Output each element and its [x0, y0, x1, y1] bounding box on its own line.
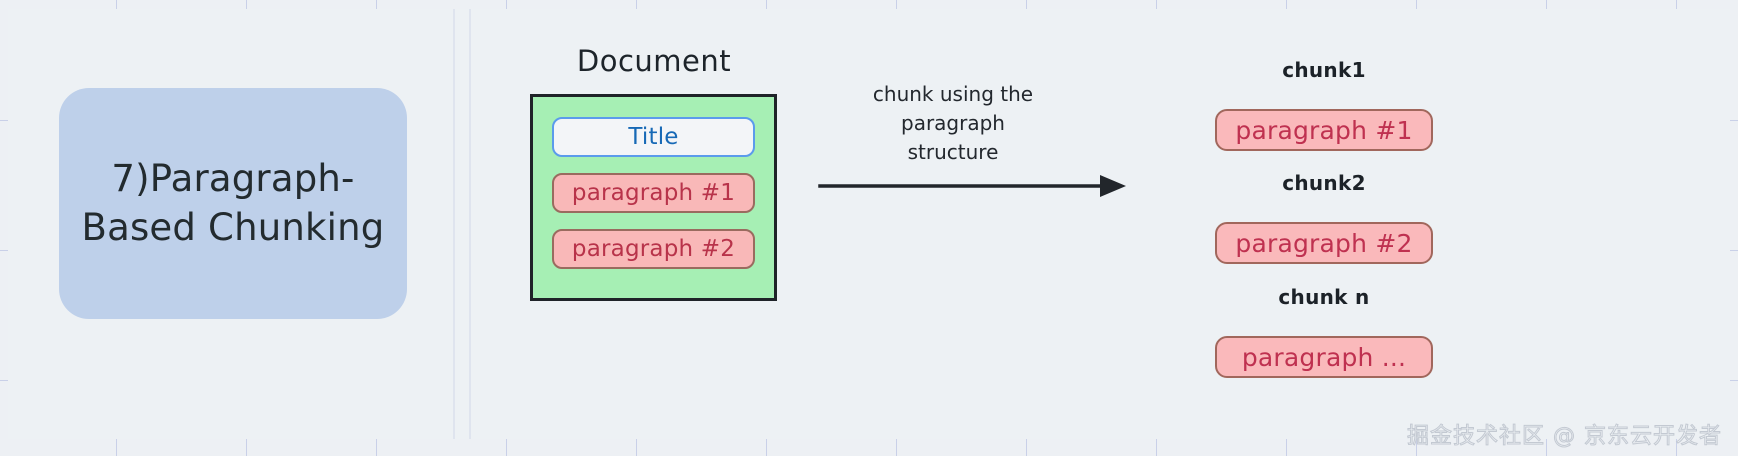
document-item-paragraph-2: paragraph #2 [552, 229, 755, 269]
technique-title-label: 7)Paragraph- Based Chunking [81, 156, 385, 249]
chunk-label-n: chunk n [1278, 285, 1370, 309]
panel-divider-left [453, 9, 455, 439]
document-box: Title paragraph #1 paragraph #2 [530, 94, 777, 301]
chunk-label-1: chunk1 [1282, 58, 1366, 82]
document-heading: Document [576, 44, 732, 78]
chunk-group-1: chunk1 paragraph #1 [1215, 58, 1433, 151]
document-item-paragraph-1: paragraph #1 [552, 173, 755, 213]
watermark-text: 掘金技术社区 @ 京东云开发者 [1407, 424, 1722, 450]
document-box-content: Title paragraph #1 paragraph #2 [533, 97, 774, 298]
arrow-caption: chunk using the paragraph structure [872, 82, 1034, 164]
chunking-arrow-icon [818, 175, 1126, 197]
chunk-chip-1: paragraph #1 [1215, 109, 1433, 151]
chunk-group-n: chunk n paragraph ... [1215, 285, 1433, 378]
chunk-label-2: chunk2 [1282, 171, 1366, 195]
chunk-chip-2: paragraph #2 [1215, 222, 1433, 264]
panel-divider-right [469, 9, 471, 439]
document-item-title: Title [552, 117, 755, 157]
chunk-group-2: chunk2 paragraph #2 [1215, 171, 1433, 264]
chunk-chip-n: paragraph ... [1215, 336, 1433, 378]
technique-title-card: 7)Paragraph- Based Chunking [59, 88, 407, 319]
